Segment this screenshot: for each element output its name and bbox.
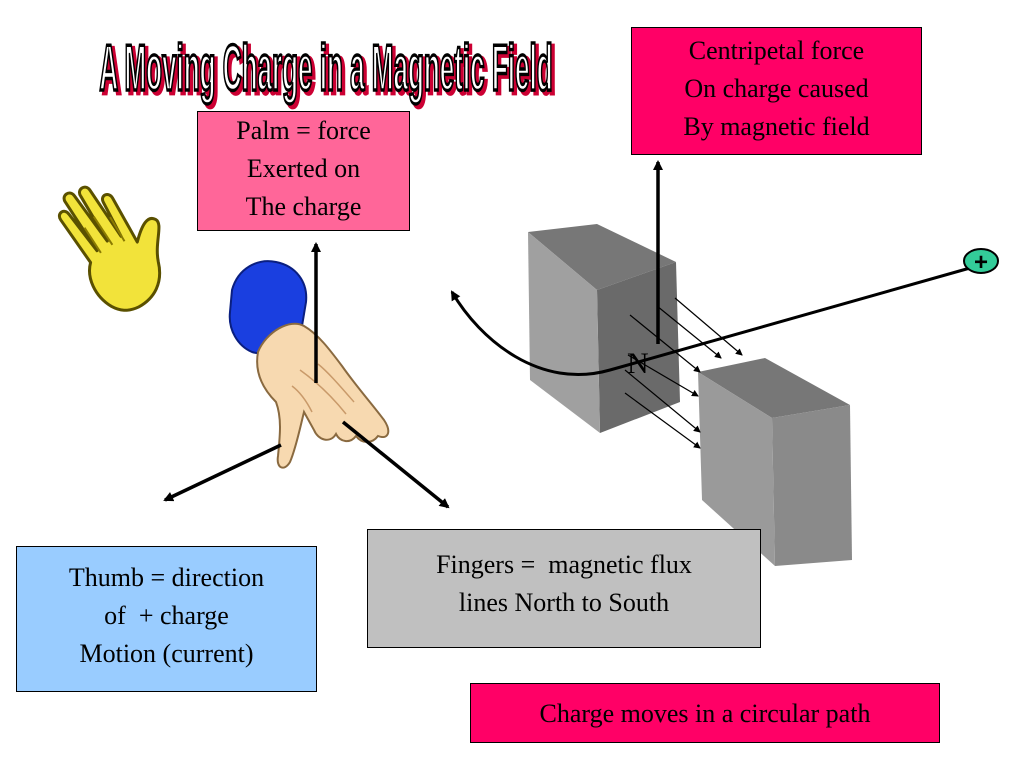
label-line: of + charge (104, 601, 229, 630)
svg-text:+: + (974, 249, 988, 276)
flux-line (624, 369, 701, 433)
thumb-direction-arrow (163, 443, 282, 502)
circular-path-label: Charge moves in a circular path (470, 683, 940, 743)
flux-line (629, 314, 701, 373)
charge-path (450, 266, 971, 376)
label-line: Fingers = magnetic flux (436, 550, 692, 579)
centripetal-force-label: Centripetal force On charge caused By ma… (631, 27, 922, 155)
label-line: Motion (current) (79, 639, 254, 668)
label-line: On charge caused (684, 74, 869, 103)
label-line: By magnetic field (683, 112, 870, 141)
label-line: Exerted on (246, 154, 361, 183)
page-title: A Moving Charge in a Magnetic Field A Mo… (98, 30, 557, 109)
page-title-text: A Moving Charge in a Magnetic Field (99, 31, 552, 105)
right-hand-rule-hand (228, 260, 390, 469)
label-line: Thumb = direction (68, 563, 265, 592)
label-line: Charge moves in a circular path (539, 699, 871, 728)
fingers-flux-label: Fingers = magnetic flux lines North to S… (367, 529, 761, 648)
label-line: Centripetal force (688, 36, 865, 65)
fingers-direction-arrow (341, 420, 450, 509)
label-line: lines North to South (458, 588, 670, 617)
thumb-direction-label: Thumb = direction of + charge Motion (cu… (16, 546, 317, 692)
label-line: Palm = force (236, 116, 371, 145)
flux-line (656, 305, 722, 359)
label-line: The charge (245, 192, 362, 221)
page-title-shadow: A Moving Charge in a Magnetic Field (102, 34, 555, 108)
flux-line (624, 392, 701, 449)
positive-charge-icon: + (963, 248, 999, 276)
palm-force-label: Palm = force Exerted on The charge (197, 111, 410, 231)
waving-hand-clipart (57, 185, 162, 312)
magnet-south-block (698, 358, 852, 566)
flux-line (674, 297, 743, 356)
